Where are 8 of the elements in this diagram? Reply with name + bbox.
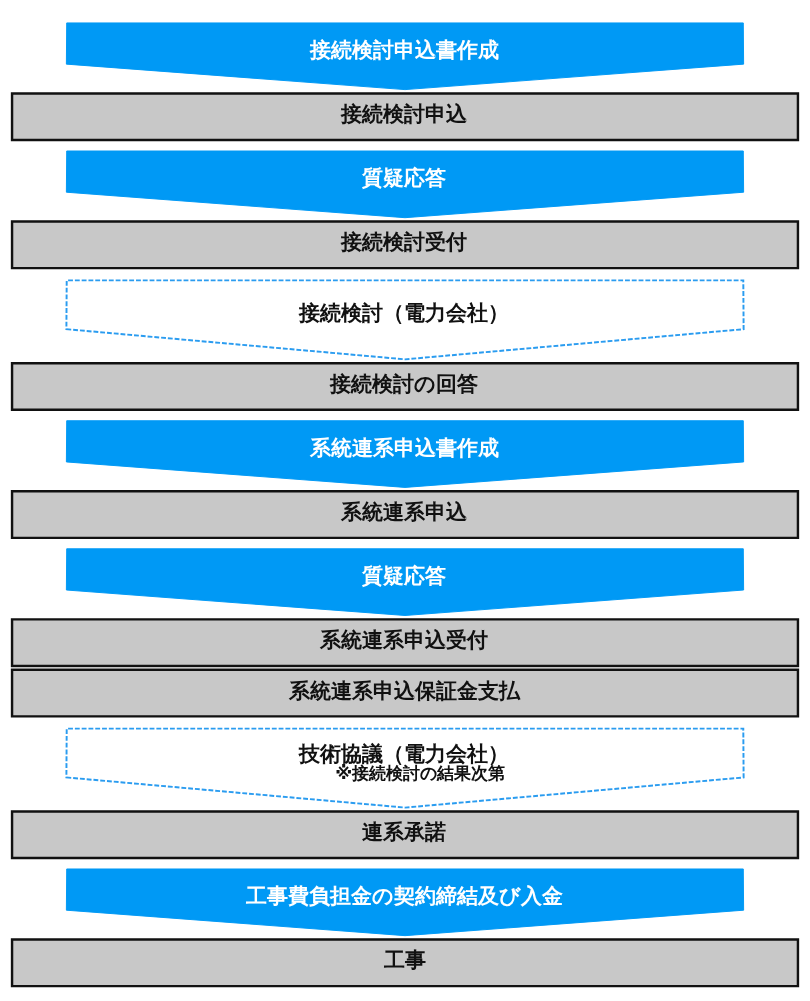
- node-box: 工事: [10, 937, 800, 987]
- node-box: 系統連系申込: [10, 489, 800, 539]
- node-box: 連系承諾: [10, 809, 800, 859]
- node-box: 接続検討の回答: [10, 361, 800, 411]
- node-box: 接続検討受付: [10, 219, 800, 269]
- node-box: 接続検討申込: [10, 91, 800, 141]
- node-box: 系統連系申込保証金支払: [10, 668, 800, 718]
- node-box: 系統連系申込受付: [10, 617, 800, 667]
